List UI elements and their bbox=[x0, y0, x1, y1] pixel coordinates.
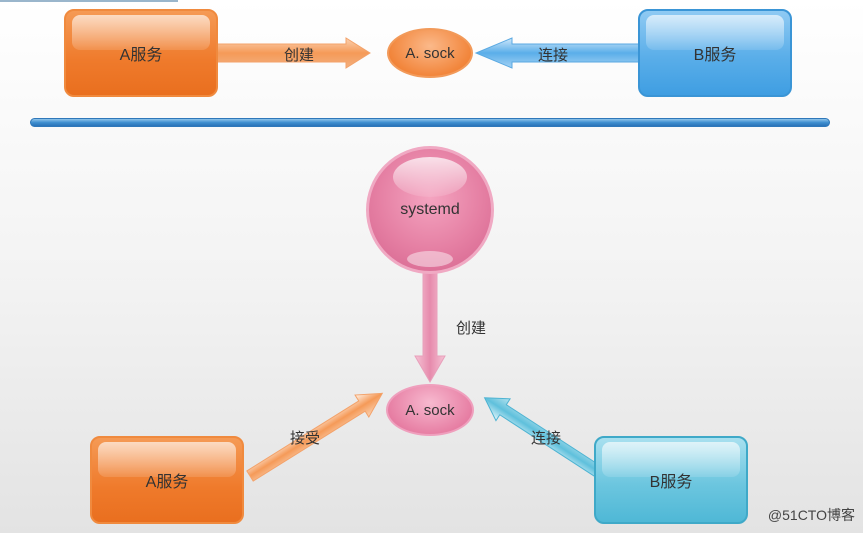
bottom-a-service-label: A服务 bbox=[145, 474, 189, 491]
systemd-node: systemd bbox=[366, 146, 494, 274]
systemd-create-arrow bbox=[414, 271, 446, 384]
systemd-create-label: 创建 bbox=[456, 320, 487, 337]
systemd-label: systemd bbox=[400, 201, 460, 218]
bottom-connect-label: 连接 bbox=[531, 430, 562, 447]
top-create-label: 创建 bbox=[284, 47, 315, 64]
top-b-service-box: B服务 bbox=[638, 9, 792, 97]
bottom-b-service-label: B服务 bbox=[649, 474, 693, 491]
bottom-a-sock-node: A. sock bbox=[386, 384, 474, 436]
top-a-sock-node: A. sock bbox=[387, 28, 473, 78]
bottom-b-service-box: B服务 bbox=[594, 436, 748, 524]
bottom-a-service-box: A服务 bbox=[90, 436, 244, 524]
top-connect-arrow bbox=[474, 37, 641, 69]
top-a-sock-label: A. sock bbox=[405, 44, 455, 62]
connect-arrow bbox=[483, 397, 606, 480]
top-edge-line bbox=[0, 0, 178, 2]
bottom-a-sock-label: A. sock bbox=[405, 401, 455, 419]
top-a-service-box: A服务 bbox=[64, 9, 218, 97]
accept-label: 接受 bbox=[290, 430, 321, 447]
top-connect-label: 连接 bbox=[538, 47, 569, 64]
top-create-arrow bbox=[215, 37, 371, 69]
section-divider bbox=[30, 118, 830, 127]
watermark: @51CTO博客 bbox=[767, 507, 855, 523]
accept-arrow bbox=[246, 392, 384, 482]
top-a-service-label: A服务 bbox=[119, 47, 163, 64]
top-b-service-label: B服务 bbox=[693, 47, 737, 64]
